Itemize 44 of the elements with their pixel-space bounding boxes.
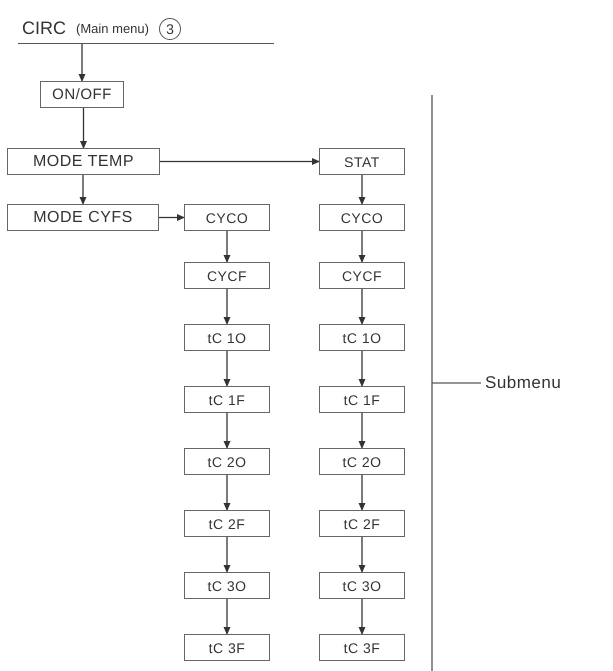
- arrow: [224, 475, 230, 511]
- arrow: [160, 158, 320, 165]
- menu-item-box: CYCF: [184, 262, 270, 289]
- arrow: [159, 214, 185, 221]
- menu-item-box: ON/OFF: [40, 81, 124, 108]
- arrow: [224, 231, 230, 263]
- menu-item-box: tC 1O: [319, 324, 405, 351]
- arrow: [358, 413, 366, 449]
- arrow: [224, 599, 230, 635]
- arrow: [358, 475, 366, 511]
- menu-item-box: tC 3O: [184, 572, 270, 599]
- submenu-label: Submenu: [485, 373, 562, 393]
- arrow: [358, 351, 366, 387]
- menu-item-box: tC 1O: [184, 324, 270, 351]
- menu-item-box: MODE TEMP: [7, 148, 160, 175]
- menu-item-box: tC 2O: [319, 448, 405, 475]
- arrow: [358, 289, 366, 325]
- step-number: 3: [158, 18, 181, 40]
- menu-item-box: CYCF: [319, 262, 405, 289]
- menu-item-box: tC 2O: [184, 448, 270, 475]
- menu-item-box: tC 1F: [319, 386, 405, 413]
- menu-item-box: tC 2F: [184, 510, 270, 537]
- arrow: [358, 231, 366, 263]
- arrow: [358, 175, 366, 205]
- menu-item-box: tC 1F: [184, 386, 270, 413]
- menu-item-box: tC 3F: [319, 634, 405, 661]
- arrow: [78, 44, 86, 82]
- menu-item-box: tC 3F: [184, 634, 270, 661]
- menu-item-box: CYCO: [184, 204, 270, 231]
- arrow: [358, 537, 366, 573]
- menu-item-box: CYCO: [319, 204, 405, 231]
- arrow: [80, 175, 86, 205]
- arrow: [224, 537, 230, 573]
- menu-subtitle: (Main menu): [76, 21, 149, 36]
- menu-title: CIRC: [22, 18, 66, 39]
- menu-item-box: STAT: [319, 148, 405, 175]
- arrow: [224, 289, 230, 325]
- arrow: [358, 599, 366, 635]
- arrow: [224, 413, 230, 449]
- arrow: [224, 351, 230, 387]
- arrow: [80, 108, 87, 149]
- menu-item-box: MODE CYFS: [7, 204, 159, 231]
- menu-item-box: tC 3O: [319, 572, 405, 599]
- menu-item-box: tC 2F: [319, 510, 405, 537]
